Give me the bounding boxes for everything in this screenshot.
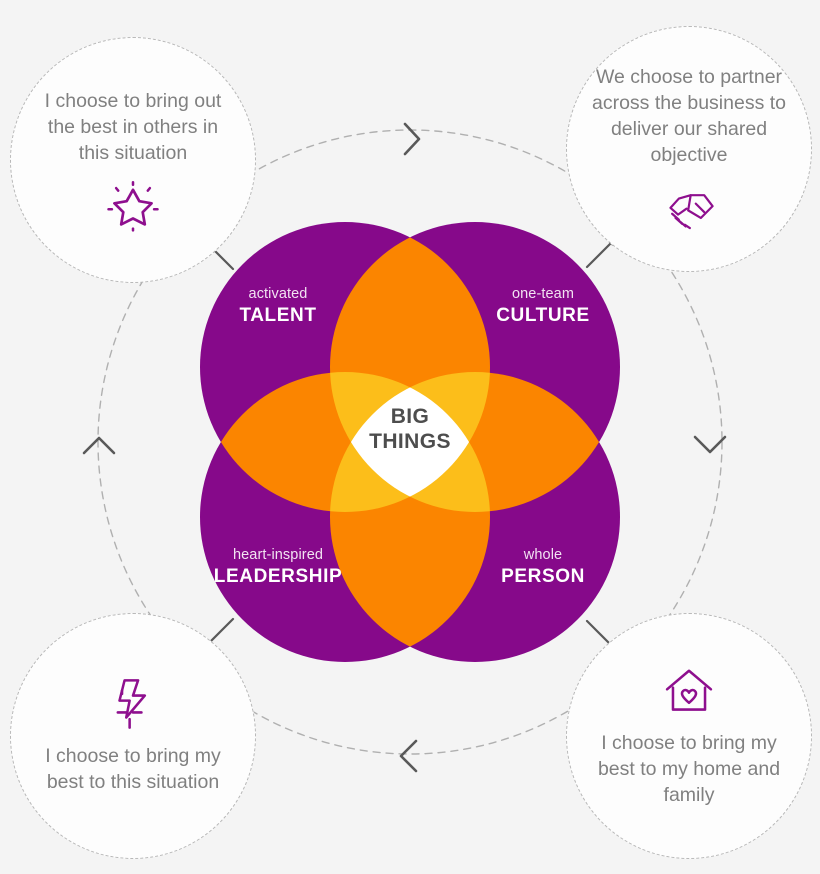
bubble-culture[interactable]: We choose to partner across the business… (566, 26, 812, 272)
sparkle-star-icon (107, 181, 159, 232)
bubble-culture-text: We choose to partner across the business… (591, 65, 787, 167)
venn-label-person-main: PERSON (501, 566, 585, 588)
handshake-icon (669, 194, 714, 230)
bubble-leadership[interactable]: I choose to bring my best to this situat… (10, 613, 256, 859)
arrow-top-icon (403, 122, 421, 156)
venn-label-leadership: heart-inspired LEADERSHIP (183, 547, 373, 589)
venn-label-culture-sub: one-team (511, 286, 575, 302)
venn-diagram (200, 222, 620, 662)
venn-label-culture-main: CULTURE (496, 305, 590, 327)
venn-label-layer: activated TALENT one-team CULTURE heart-… (180, 222, 640, 662)
house-heart-icon (665, 669, 713, 711)
venn-label-talent-main: TALENT (239, 305, 317, 327)
arrow-right-icon (693, 435, 727, 454)
venn-center-line2: THINGS (369, 429, 451, 453)
bubble-person-text: I choose to bring my best to my home and… (597, 731, 781, 807)
lightning-bolt-icon (116, 678, 147, 729)
venn-label-talent-sub: activated (248, 286, 308, 302)
bubble-leadership-text: I choose to bring my best to this situat… (45, 744, 221, 793)
venn-center-label: BIG THINGS (340, 405, 480, 455)
venn-label-leadership-main: LEADERSHIP (213, 566, 343, 588)
bubble-talent-text: I choose to bring out the best in others… (44, 89, 222, 165)
venn-label-talent: activated TALENT (183, 286, 373, 328)
venn-center-line1: BIG (390, 405, 430, 428)
venn-label-leadership-sub: heart-inspired (232, 547, 324, 563)
bubble-talent[interactable]: I choose to bring out the best in others… (10, 37, 256, 283)
venn-label-culture: one-team CULTURE (448, 286, 638, 328)
venn-label-person: whole PERSON (448, 547, 638, 589)
venn-label-person-sub: whole (523, 547, 563, 563)
arrow-left-icon (82, 436, 116, 455)
venn-core-white (330, 372, 490, 512)
arrow-bottom-icon (399, 739, 418, 773)
bubble-person[interactable]: I choose to bring my best to my home and… (566, 613, 812, 859)
